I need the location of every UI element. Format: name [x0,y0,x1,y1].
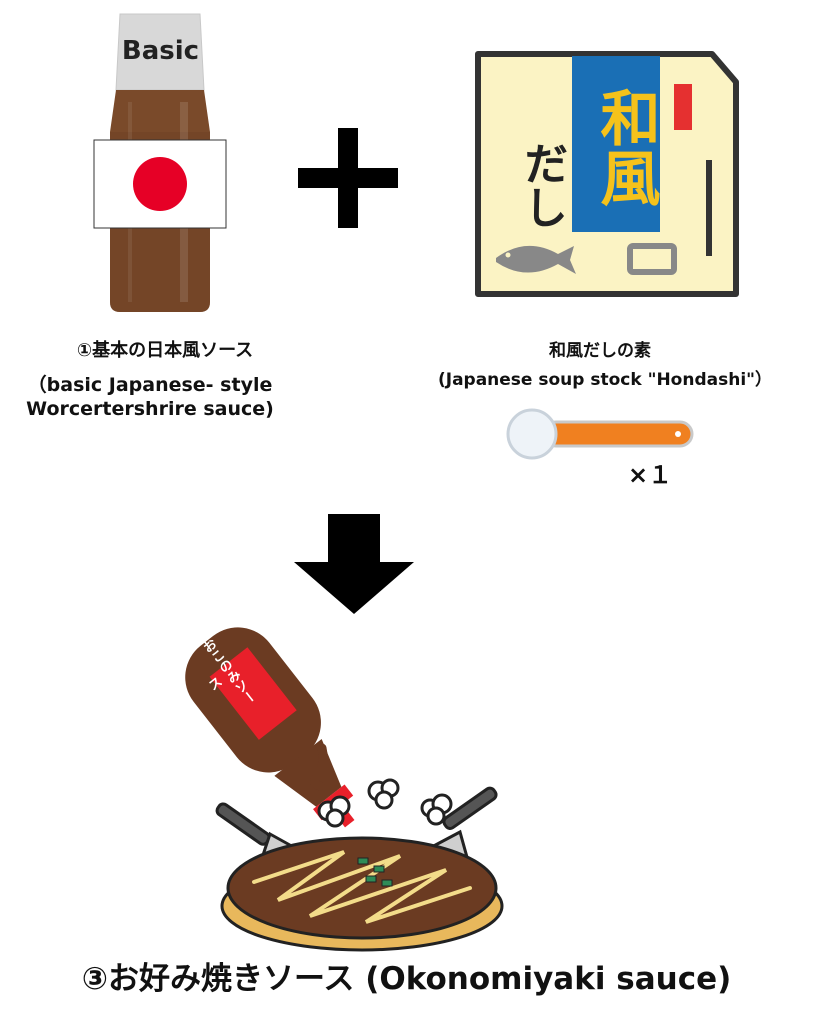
dashi-title-en: (Japanese soup stock "Hondashi"） [437,370,773,390]
packet-blue-band [572,56,660,232]
bottle-cap-text: Basic [121,36,200,66]
worcestershire-bottle: Basic [88,12,233,317]
packet-window [627,243,677,275]
dashi-title-jp: 和風だしの素 [549,341,651,361]
sauce-title-en-line2: Worcertershrire sauce) [26,398,274,420]
measuring-spoon-icon [504,406,696,462]
spoon-quantity: ×１ [628,461,673,489]
sauce-title-en-line1: （basic Japanese- style [27,374,273,396]
packet-side-text: だし [516,141,567,229]
dashi-packet: 和風 だし [474,50,740,298]
okonomiyaki-illustration: おこのみソース [130,596,560,956]
down-arrow-icon [294,514,414,614]
bottle-label-red [209,647,297,740]
final-title: ③お好み焼きソース (Okonomiyaki sauce) [81,961,732,997]
packet-seam [706,160,712,256]
fish-icon [496,245,576,274]
packet-red-tab [674,84,692,130]
packet-big-text: 和風 [590,87,660,207]
bottle-illustration [93,13,227,312]
plus-icon [298,128,398,228]
japan-flag-circle [133,157,187,211]
sauce-title-jp: ①基本の日本風ソース [76,340,254,361]
